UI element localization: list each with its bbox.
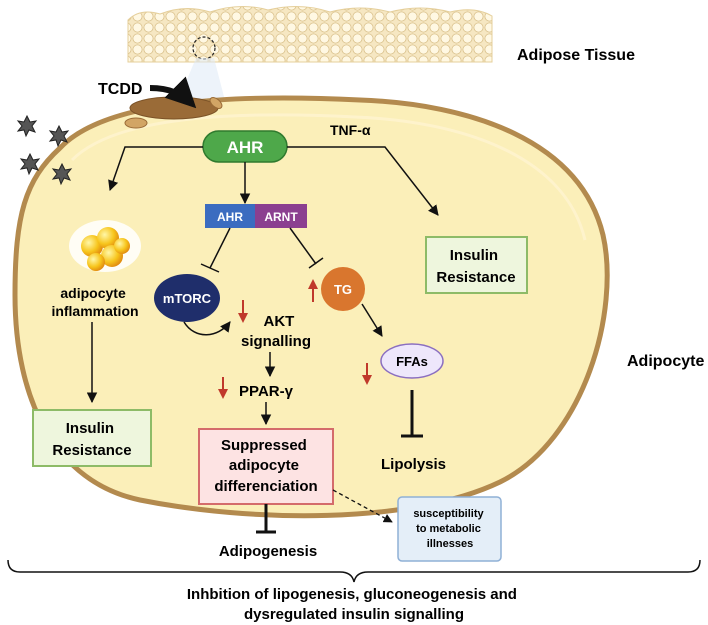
adipogenesis-label: Adipogenesis xyxy=(219,543,317,560)
insulin-resistance-left-label: Insulin Resistance xyxy=(52,420,131,459)
tcdd-entry-arrow xyxy=(149,76,197,109)
tg-label: TG xyxy=(334,282,352,297)
mtorc-to-akt-arrow xyxy=(183,321,231,336)
down-arrow-icon xyxy=(218,300,372,399)
insulin-resistance-right-label: Insulin Resistance xyxy=(436,247,515,286)
ahr-complex-part xyxy=(205,204,255,228)
ahr-label: AHR xyxy=(227,138,264,157)
mtorc-label: mTORC xyxy=(163,291,212,306)
adipose-tissue-label: Adipose Tissue xyxy=(517,47,635,64)
insulin-resistance-left-box xyxy=(32,409,152,467)
adipocyte-label: Adipocyte xyxy=(627,353,704,370)
ahr-branch-lines xyxy=(108,146,439,216)
inhibits-adipogenesis-line xyxy=(256,504,276,534)
suppressed-differentiation-box xyxy=(198,428,334,505)
lipolysis-label: Lipolysis xyxy=(381,456,446,473)
adipose-tissue-image xyxy=(127,6,493,63)
tnf-alpha-label: TNF-α xyxy=(330,122,371,138)
arnt-complex-part xyxy=(255,204,307,228)
akt-signalling-label: AKT signalling xyxy=(241,313,311,350)
susceptibility-label: susceptibility to metabolic illnesses xyxy=(413,508,486,550)
complex-inhibition-lines xyxy=(200,227,324,273)
adipocyte-cell xyxy=(12,95,610,519)
up-arrow-icon xyxy=(308,279,318,302)
lipid-droplet-icon xyxy=(69,220,141,272)
tg-node xyxy=(321,267,365,311)
mtorc-node xyxy=(154,274,220,322)
toxin-star-icon xyxy=(16,114,73,186)
mitochondria-icon xyxy=(124,97,223,129)
suppressed-differentiation-label: Suppressed adipocyte differenciation xyxy=(214,437,317,495)
tg-to-ffas-arrow xyxy=(361,303,383,337)
susceptibility-box xyxy=(397,496,502,562)
tcdd-label: TCDD xyxy=(98,81,142,98)
nucleus-icon xyxy=(129,96,219,120)
adipocyte-inflammation-label: adipocyte inflammation xyxy=(51,285,138,319)
ahr-small-label: AHR xyxy=(217,210,243,224)
ppar-gamma-label: PPAR-γ xyxy=(239,383,294,400)
arnt-label: ARNT xyxy=(264,210,298,224)
insulin-resistance-right-box xyxy=(425,236,528,294)
ffas-label: FFAs xyxy=(396,354,428,369)
ffas-node xyxy=(380,343,444,379)
ffas-inhibits-lipolysis-line xyxy=(401,390,423,438)
bottom-brace xyxy=(7,559,701,583)
bottom-caption: Inhbition of lipogenesis, gluconeogenesi… xyxy=(187,586,521,623)
